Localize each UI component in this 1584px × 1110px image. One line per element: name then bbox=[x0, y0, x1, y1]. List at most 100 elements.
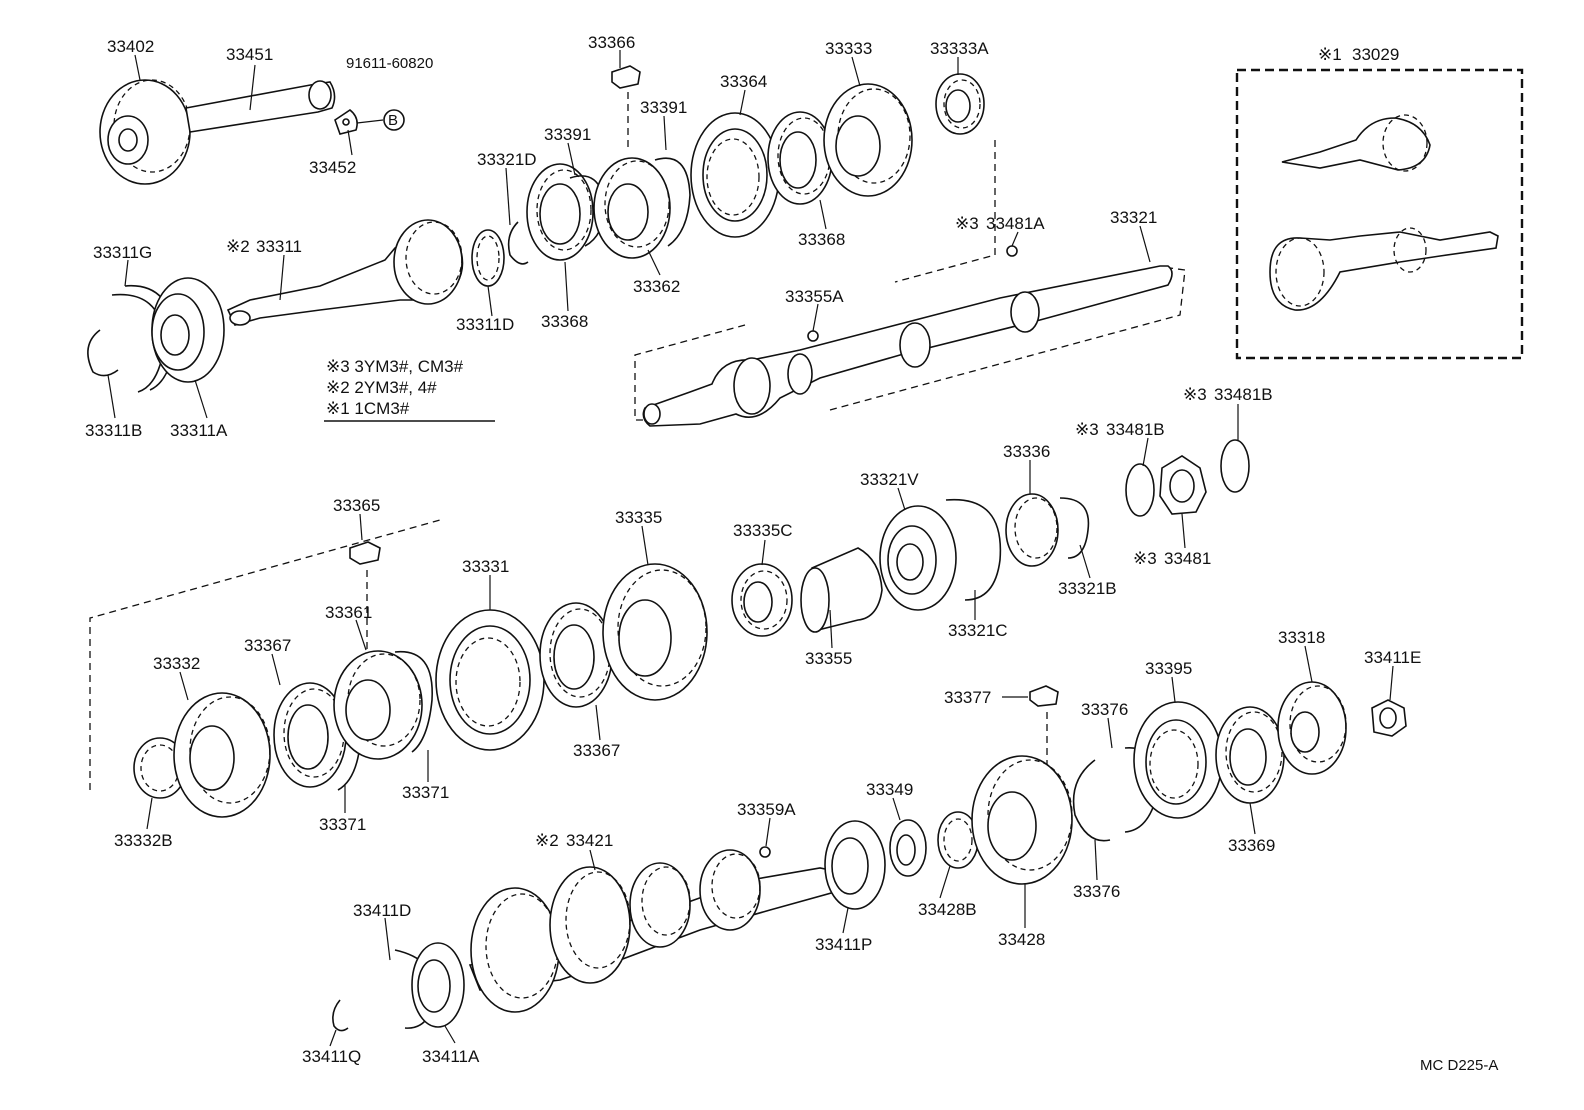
label-33451: 33451 bbox=[226, 45, 273, 64]
part-33364-sleeve bbox=[690, 112, 780, 238]
part-33361-hub bbox=[333, 650, 423, 760]
label-33428b: 33428B bbox=[918, 900, 977, 919]
part-33402-gear bbox=[99, 79, 191, 185]
part-33349-washer bbox=[889, 819, 927, 877]
label-33376-lower: 33376 bbox=[1073, 882, 1120, 901]
label-33368-right: 33368 bbox=[798, 230, 845, 249]
label-33331: 33331 bbox=[462, 557, 509, 576]
label-33452: 33452 bbox=[309, 158, 356, 177]
label-33376-upper: 33376 bbox=[1081, 700, 1128, 719]
part-33411e-nut bbox=[1371, 699, 1407, 737]
part-33368-synchro-ring-b bbox=[767, 111, 833, 205]
part-33366-shifting-key bbox=[611, 65, 641, 148]
mark-33029: ※1 bbox=[1318, 45, 1342, 64]
label-33311b: 33311B bbox=[85, 421, 142, 440]
legend-row-3: ※3 3YM3#, CM3# bbox=[326, 357, 464, 376]
label-33332: 33332 bbox=[153, 654, 200, 673]
label-33421: 33421 bbox=[566, 831, 613, 850]
label-b: B bbox=[388, 112, 398, 129]
part-33369-synchro-ring bbox=[1215, 706, 1285, 804]
label-33402: 33402 bbox=[107, 37, 154, 56]
part-33411a-bearing bbox=[411, 942, 465, 1028]
label-33481b-upper: 33481B bbox=[1214, 385, 1273, 404]
mark-33311: ※2 bbox=[226, 237, 250, 256]
part-33365-shifting-key bbox=[349, 541, 381, 650]
label-33335c: 33335C bbox=[733, 521, 793, 540]
label-33359a: 33359A bbox=[737, 800, 796, 819]
label-33371-right: 33371 bbox=[402, 783, 449, 802]
label-33411q: 33411Q bbox=[302, 1047, 361, 1066]
part-33368-synchro-ring-a bbox=[526, 163, 594, 261]
label-33362: 33362 bbox=[633, 277, 680, 296]
part-33311a-bearing bbox=[151, 277, 225, 383]
label-33364: 33364 bbox=[720, 72, 767, 91]
label-91611-60820: 91611-60820 bbox=[346, 55, 433, 72]
label-33377: 33377 bbox=[944, 688, 991, 707]
label-33311d: 33311D bbox=[456, 315, 514, 334]
label-33367-right: 33367 bbox=[573, 741, 620, 760]
label-33311: 33311 bbox=[256, 237, 302, 256]
label-33481b-lower: 33481B bbox=[1106, 420, 1165, 439]
label-33361: 33361 bbox=[325, 603, 372, 622]
part-33333-gear bbox=[823, 83, 913, 197]
label-33368-left: 33368 bbox=[541, 312, 588, 331]
part-33481b-ring-a bbox=[1125, 463, 1155, 517]
part-33332-gear bbox=[173, 692, 271, 818]
part-33481a-ball bbox=[1006, 245, 1018, 257]
part-33355-bushing bbox=[800, 547, 883, 633]
mark-33481b-upper: ※3 bbox=[1183, 385, 1207, 404]
label-33318: 33318 bbox=[1278, 628, 1325, 647]
mark-33481a: ※3 bbox=[955, 214, 979, 233]
part-33311-input-shaft bbox=[226, 219, 464, 326]
label-33411a: 33411A bbox=[422, 1047, 480, 1066]
label-33333: 33333 bbox=[825, 39, 872, 58]
part-33321-main-shaft bbox=[642, 265, 1173, 427]
part-33421-counter-gear bbox=[468, 849, 843, 1013]
label-33321: 33321 bbox=[1110, 208, 1157, 227]
leader-lines bbox=[107, 50, 1394, 1047]
part-33355a-ball bbox=[807, 330, 819, 342]
diagram-code: MC D225-A bbox=[1420, 1057, 1498, 1074]
label-33321b: 33321B bbox=[1058, 579, 1117, 598]
label-33391-upper: 33391 bbox=[640, 98, 687, 117]
label-33029: 33029 bbox=[1352, 45, 1399, 64]
part-33481-nut bbox=[1159, 455, 1207, 515]
label-33355a: 33355A bbox=[785, 287, 844, 306]
label-33411e: 33411E bbox=[1364, 648, 1421, 667]
label-33481: 33481 bbox=[1164, 549, 1211, 568]
part-33481b-ring-b bbox=[1220, 439, 1250, 493]
label-33321c: 33321C bbox=[948, 621, 1008, 640]
part-33333a-needle-bearing bbox=[935, 73, 985, 135]
label-33321v: 33321V bbox=[860, 470, 919, 489]
label-33366: 33366 bbox=[588, 33, 635, 52]
part-33451-shaft bbox=[185, 80, 336, 133]
part-33321d-snap-ring bbox=[507, 221, 529, 265]
label-33411d: 33411D bbox=[353, 901, 411, 920]
part-33367-synchro-ring-b bbox=[539, 602, 613, 708]
part-33359a-ball bbox=[759, 846, 771, 858]
label-33311a: 33311A bbox=[170, 421, 228, 440]
part-33411q-snap-ring bbox=[332, 999, 349, 1032]
label-33311g: 33311G bbox=[93, 243, 152, 262]
label-33335: 33335 bbox=[615, 508, 662, 527]
label-33367-left: 33367 bbox=[244, 636, 291, 655]
label-33481a: 33481A bbox=[986, 214, 1045, 233]
part-33029-assembly-box bbox=[1235, 68, 1524, 360]
label-33355: 33355 bbox=[805, 649, 852, 668]
part-labels: 33402 33451 91611-60820 B 33452 33366 33… bbox=[85, 33, 1421, 1066]
part-33321b-snap-ring bbox=[1059, 497, 1090, 559]
part-33428-gear bbox=[971, 755, 1073, 885]
part-33335-gear bbox=[602, 563, 708, 701]
part-33321c-snap-ring bbox=[945, 498, 1002, 601]
label-33395: 33395 bbox=[1145, 659, 1192, 678]
part-33367-synchro-ring-a bbox=[273, 682, 347, 788]
part-33452-plate bbox=[334, 109, 358, 135]
mark-33421: ※2 bbox=[535, 831, 559, 850]
part-33362-hub-sleeve bbox=[593, 157, 671, 259]
part-33321v-bearing bbox=[879, 505, 957, 611]
legend-row-1: ※1 1CM3# bbox=[326, 399, 410, 418]
legend-row-2: ※2 2YM3#, 4# bbox=[326, 378, 437, 397]
label-33365: 33365 bbox=[333, 496, 380, 515]
label-33336: 33336 bbox=[1003, 442, 1050, 461]
